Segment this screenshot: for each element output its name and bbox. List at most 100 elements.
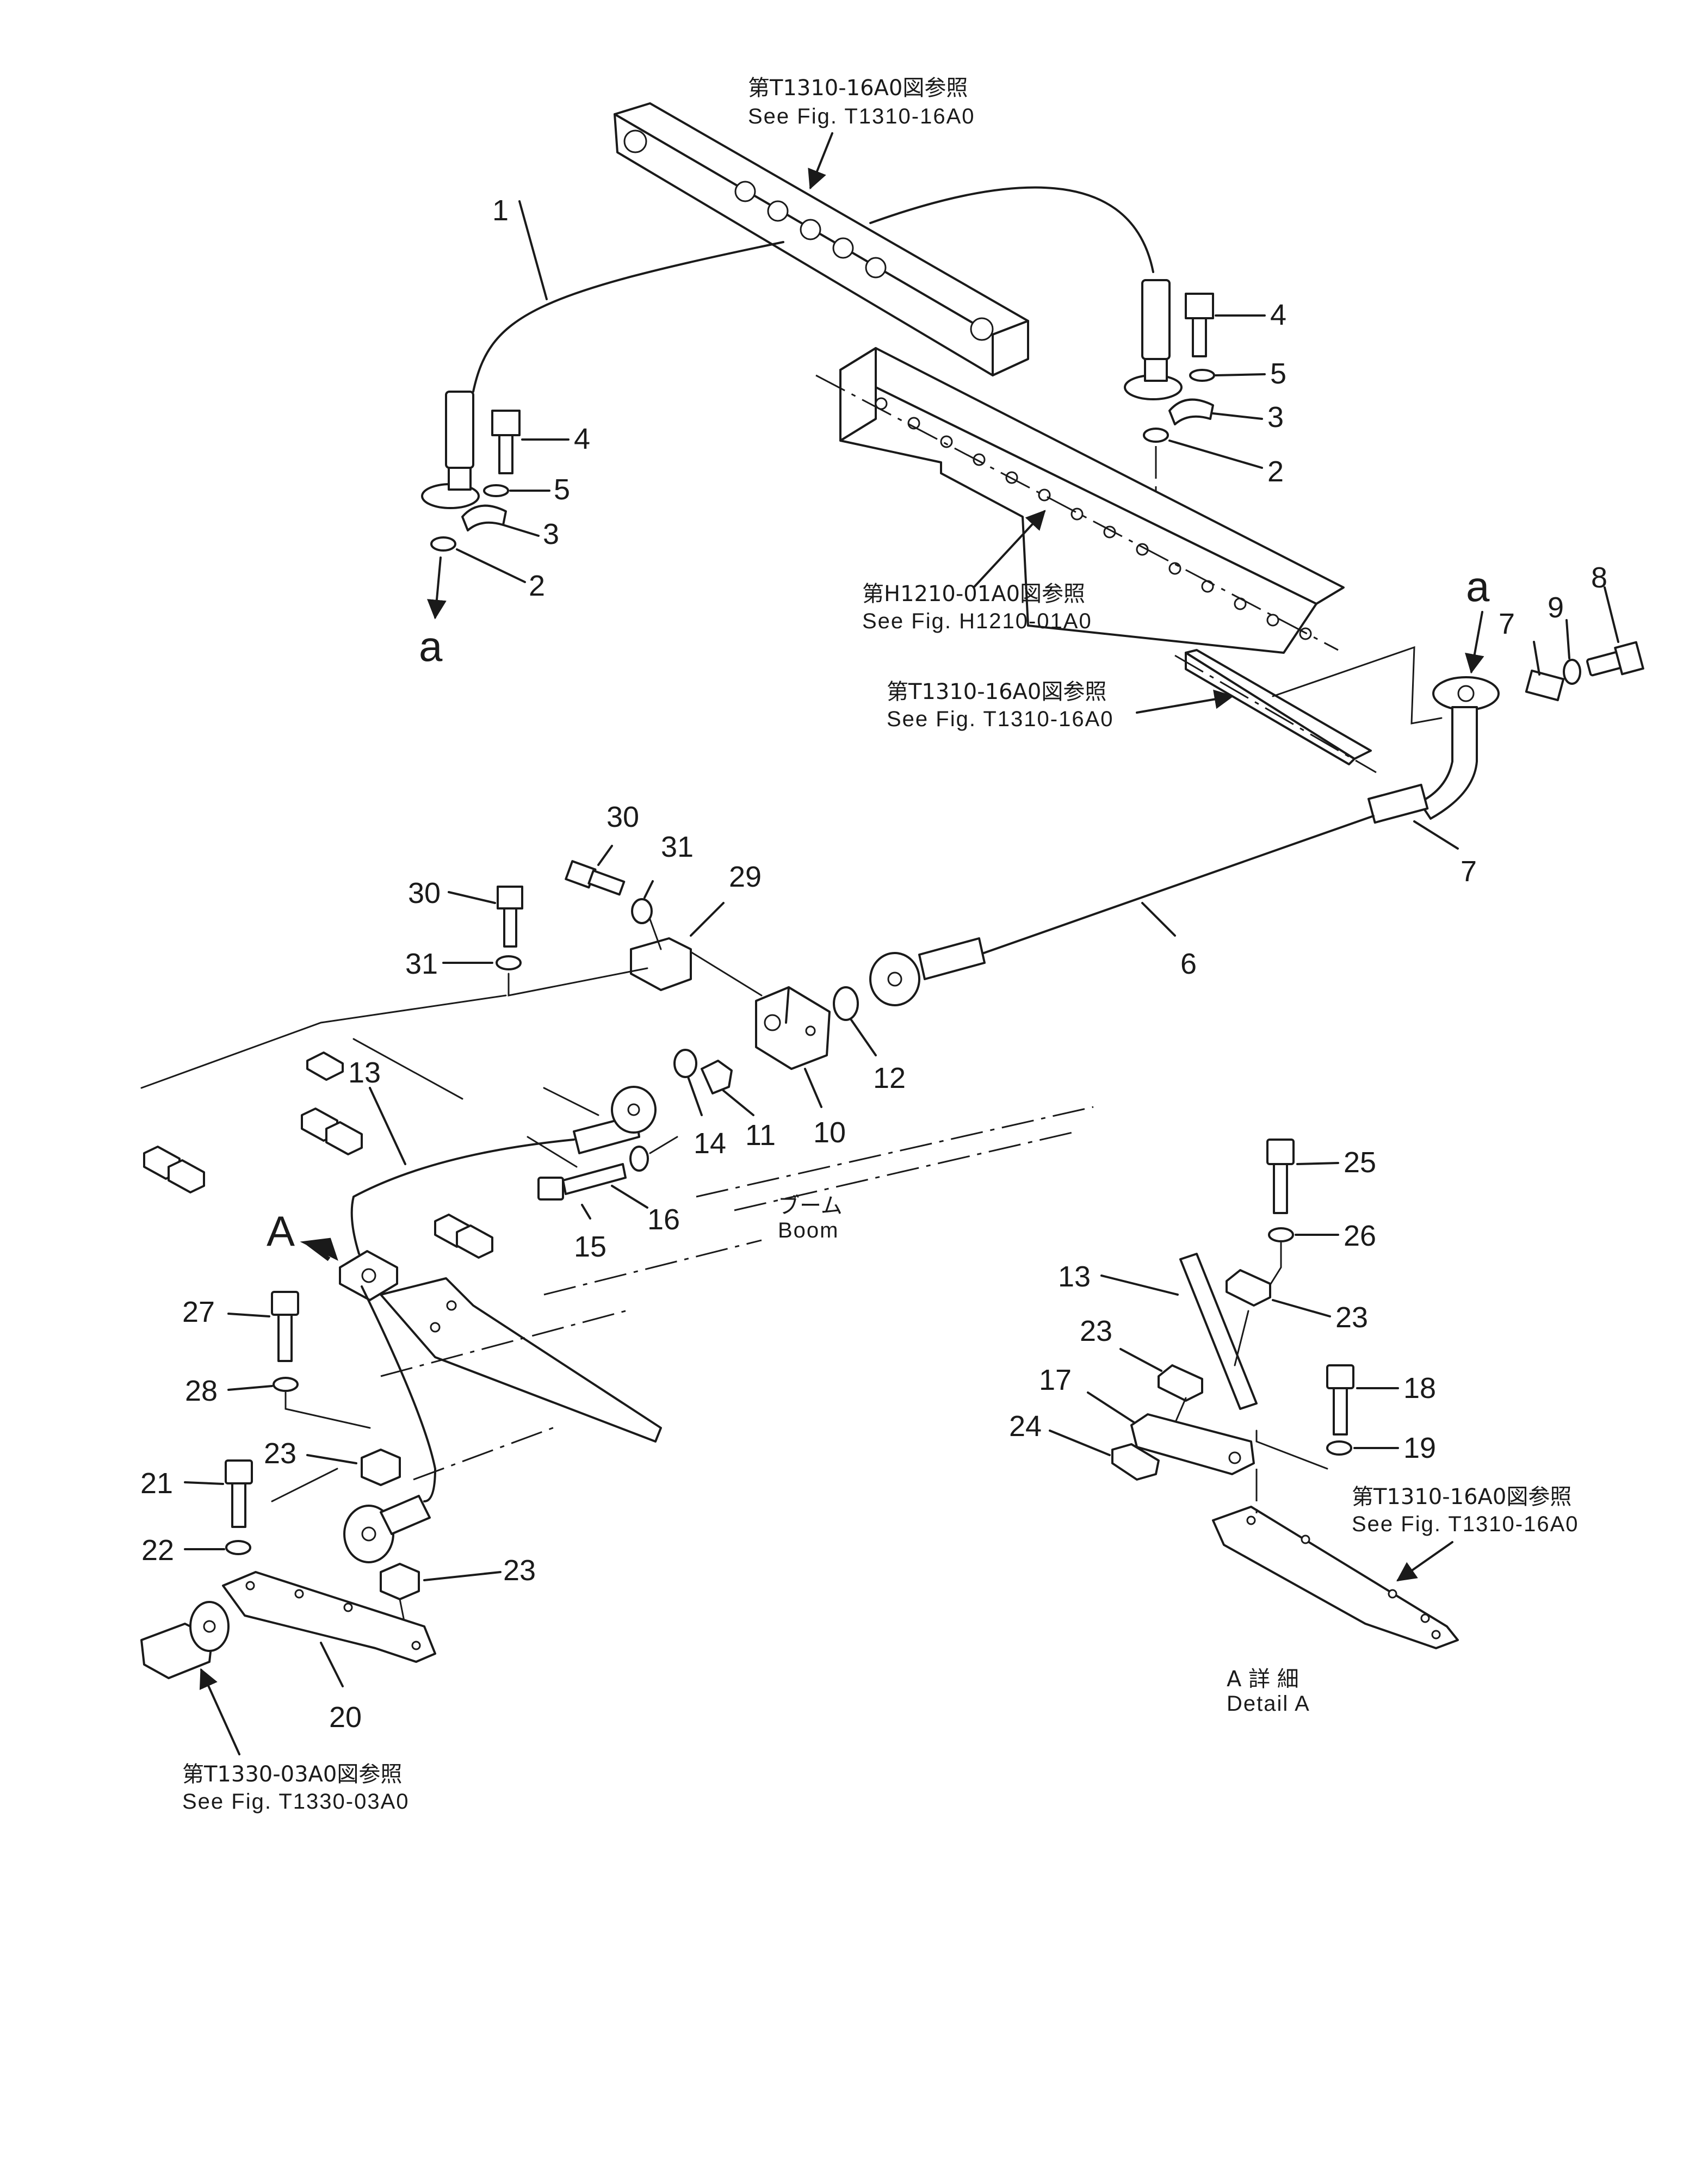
callout-28: 28 <box>185 1375 218 1407</box>
elbow-pipe <box>1419 676 1500 820</box>
connector-a-left: a <box>419 622 443 670</box>
callout-1: 1 <box>492 194 509 227</box>
boom-label-jp: ブーム <box>778 1193 843 1218</box>
callout-22: 22 <box>141 1534 174 1567</box>
left-o-ring-2 <box>430 536 456 552</box>
callout-3-left: 3 <box>543 518 559 550</box>
callout-10: 10 <box>813 1116 846 1149</box>
callout-2-right: 2 <box>1267 455 1284 488</box>
ref-top-jp: 第T1310-16A0図参照 <box>748 76 968 101</box>
pipe-13-lower <box>361 1285 436 1502</box>
o-ring-12 <box>833 986 859 1021</box>
view-a-label: A <box>267 1207 295 1255</box>
bracket-20 <box>222 1571 436 1663</box>
callout-5-left: 5 <box>554 473 570 506</box>
callout-13-detail: 13 <box>1058 1260 1091 1293</box>
upper-frame-member <box>614 102 1029 376</box>
o-ring-14 <box>673 1049 697 1078</box>
nipple-11 <box>701 1060 733 1094</box>
callout-4-left: 4 <box>574 423 590 455</box>
clamp-23-detail-upper <box>1226 1269 1271 1307</box>
callout-8: 8 <box>1591 561 1607 594</box>
right-hose-fitting <box>1124 279 1183 400</box>
callout-14: 14 <box>694 1127 726 1160</box>
clamp-7-bottom <box>1367 783 1429 824</box>
callout-6: 6 <box>1180 948 1197 980</box>
hose-1-right <box>869 186 1154 273</box>
callout-30-lower: 30 <box>408 877 441 910</box>
bolt-30-lower <box>497 886 523 948</box>
callout-21: 21 <box>140 1467 173 1500</box>
right-washer-5 <box>1189 369 1215 382</box>
callout-15: 15 <box>574 1230 607 1263</box>
callout-7-top: 7 <box>1499 608 1515 640</box>
callout-26: 26 <box>1344 1220 1376 1252</box>
clamp-7-top <box>1525 669 1565 702</box>
callout-27: 27 <box>182 1296 215 1328</box>
ref-mid-jp: 第H1210-01A0図参照 <box>862 581 1085 607</box>
clamp-23-detail-lower <box>1158 1364 1203 1402</box>
left-split-flange-3 <box>461 504 507 531</box>
callout-16: 16 <box>647 1203 680 1236</box>
bolt-30-upper <box>565 860 626 896</box>
callout-23-b: 23 <box>503 1554 536 1587</box>
boom-ribs <box>143 1051 493 1259</box>
washer-26 <box>1268 1227 1294 1242</box>
ref-detail-jp: 第T1310-16A0図参照 <box>1352 1484 1571 1509</box>
washer-28 <box>273 1377 299 1392</box>
callout-31-lower: 31 <box>405 948 438 980</box>
ref-top-en: See Fig. T1310-16A0 <box>748 104 975 128</box>
left-bolt-4 <box>491 410 521 474</box>
boom-frame-member <box>839 347 1345 654</box>
lower-rail <box>1185 649 1372 765</box>
callout-29: 29 <box>729 861 762 893</box>
ref-mid2-jp: 第T1310-16A0図参照 <box>887 679 1106 704</box>
clamp-23-upper <box>361 1449 401 1486</box>
clamp-mount-view-a <box>339 1250 398 1301</box>
block-10 <box>755 986 831 1070</box>
callout-5-right: 5 <box>1270 357 1286 390</box>
bolt-21 <box>225 1459 253 1528</box>
callout-4-right: 4 <box>1270 299 1286 331</box>
callout-24: 24 <box>1009 1410 1042 1443</box>
bolt-15 <box>537 1163 627 1201</box>
swing-motor-stub <box>140 1601 230 1679</box>
left-hose-fitting <box>421 391 480 509</box>
left-washer-5 <box>483 484 509 497</box>
washer-31-upper <box>631 898 653 924</box>
bracket-detail <box>1212 1506 1459 1649</box>
callout-25: 25 <box>1344 1146 1376 1179</box>
callout-2-left: 2 <box>529 570 545 602</box>
washer-16 <box>629 1146 649 1172</box>
callout-11: 11 <box>745 1119 776 1152</box>
callout-23-c: 23 <box>1335 1301 1368 1334</box>
callout-23-a: 23 <box>264 1437 296 1470</box>
callout-12: 12 <box>873 1062 906 1094</box>
pipe-6 <box>978 815 1375 956</box>
callout-9: 9 <box>1548 591 1564 624</box>
connector-a-right: a <box>1466 562 1490 610</box>
bolt-18 <box>1326 1364 1354 1436</box>
bracket-29 <box>630 937 692 991</box>
pipe-flange-right <box>869 937 986 1006</box>
ref-mid2-en: See Fig. T1310-16A0 <box>887 707 1114 731</box>
callout-3-right: 3 <box>1267 401 1284 434</box>
hose-1-left <box>472 241 784 393</box>
callout-17: 17 <box>1039 1364 1072 1396</box>
pipe-13-end-flange <box>343 1495 431 1563</box>
right-split-flange-3 <box>1168 398 1214 425</box>
callout-31-upper: 31 <box>661 831 694 863</box>
pipe-13-flange <box>573 1086 657 1154</box>
ref-detail-en: See Fig. T1310-16A0 <box>1352 1512 1579 1536</box>
washer-22 <box>225 1540 251 1555</box>
bolt-25 <box>1266 1139 1295 1214</box>
callout-7-bottom: 7 <box>1461 855 1477 888</box>
bolt-8 <box>1586 641 1644 677</box>
clamp-23-lower <box>380 1563 420 1600</box>
plate-24 <box>1111 1443 1160 1481</box>
ref-mid-en: See Fig. H1210-01A0 <box>862 609 1092 633</box>
right-bolt-4 <box>1185 293 1214 357</box>
pipe-13-detail <box>1179 1253 1258 1410</box>
